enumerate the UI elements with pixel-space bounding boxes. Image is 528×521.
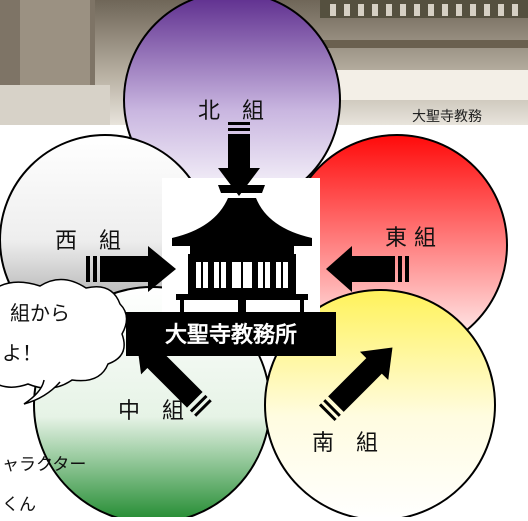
arrow-icon-east: [326, 246, 409, 292]
arrow-icon-north: [218, 122, 260, 196]
speech-bubble: [0, 278, 128, 405]
character-caption-line2: くん: [2, 495, 36, 515]
label-east: 東 組: [385, 226, 436, 251]
arrow-icon-south: [318, 347, 393, 422]
speech-bubble-line1: 組から: [10, 301, 70, 325]
speech-bubble-line2: よ！: [2, 341, 42, 365]
arrow-icon-west: [86, 246, 176, 292]
character-caption-line1: ャラクター: [2, 455, 86, 475]
label-west: 西 組: [55, 229, 121, 254]
center-label-box: [126, 312, 336, 356]
label-north: 北 組: [198, 99, 264, 124]
photo-caption: 大聖寺教務: [412, 109, 482, 125]
label-south: 南 組: [312, 431, 378, 456]
center-label: 大聖寺教務所: [165, 322, 297, 348]
label-center: 中 組: [118, 399, 184, 424]
